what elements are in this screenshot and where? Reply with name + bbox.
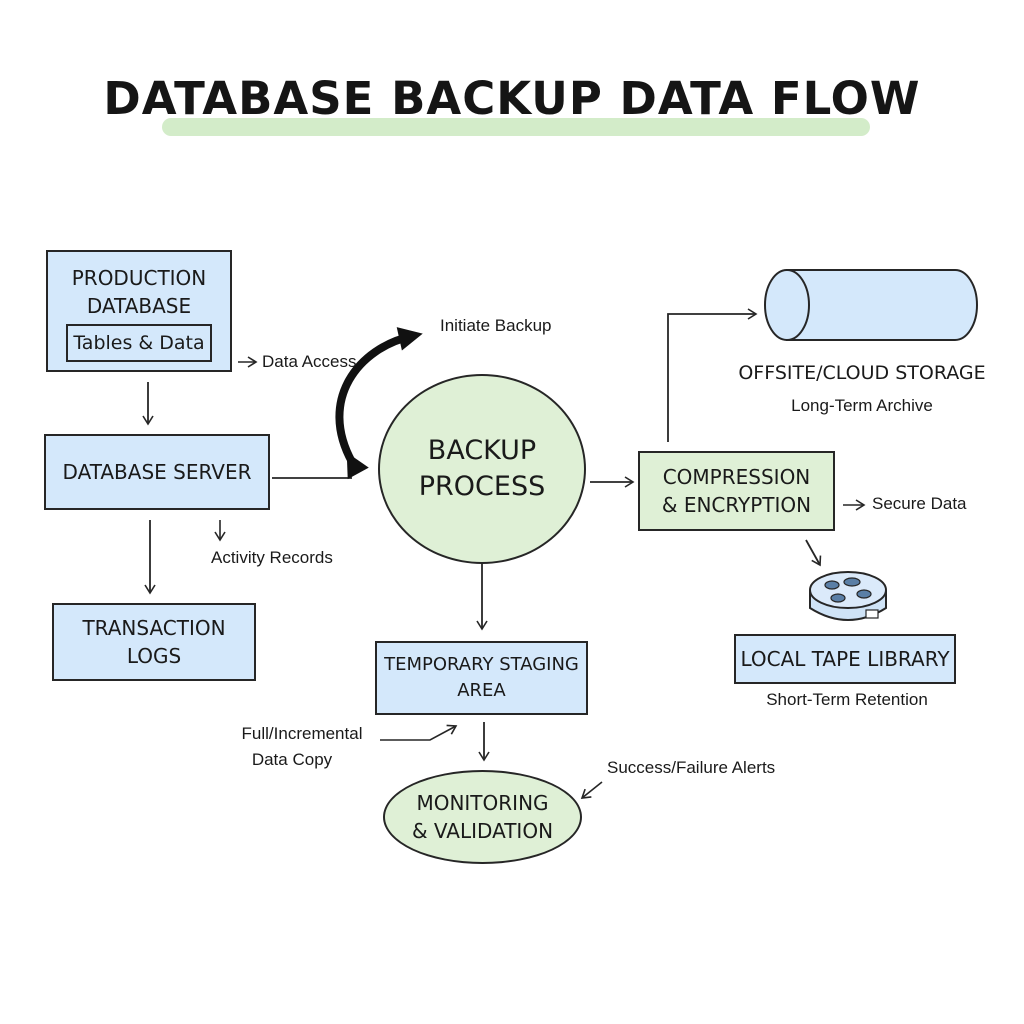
compression-line1: COMPRESSION — [662, 465, 811, 489]
transaction-logs-line1: TRANSACTION — [82, 616, 226, 640]
compression-line2: & ENCRYPTION — [661, 493, 812, 517]
node-transaction-logs[interactable]: TRANSACTION LOGS — [52, 603, 256, 681]
page-title: DATABASE BACKUP DATA FLOW — [103, 72, 921, 125]
monitoring-line2: & VALIDATION — [411, 819, 554, 843]
node-production-database[interactable]: PRODUCTION DATABASE Tables & Data — [46, 250, 232, 372]
title-highlight — [162, 118, 870, 136]
arrow-compression-to-tape — [805, 539, 822, 567]
node-monitoring-validation[interactable]: MONITORING & VALIDATION — [383, 770, 582, 864]
label-full-incremental-line2: Data Copy — [251, 750, 333, 769]
node-temporary-staging[interactable]: TEMPORARY STAGING AREA — [375, 641, 588, 715]
cloud-storage-subtitle: Long-Term Archive — [791, 396, 933, 415]
monitoring-line1: MONITORING — [416, 791, 549, 815]
label-data-access: Data Access — [262, 352, 357, 371]
arrow-compression-to-cloud — [667, 308, 758, 442]
label-activity-records: Activity Records — [211, 548, 333, 567]
node-local-tape-library[interactable]: LOCAL TAPE LIBRARY — [734, 634, 956, 684]
node-compression-encryption[interactable]: COMPRESSION & ENCRYPTION — [638, 451, 835, 531]
database-server-label: DATABASE SERVER — [62, 460, 252, 484]
node-backup-process[interactable]: BACKUP PROCESS — [378, 374, 586, 564]
tape-library-subtitle: Short-Term Retention — [766, 690, 928, 709]
title-block: DATABASE BACKUP DATA FLOW — [0, 72, 1024, 142]
arrow-alerts — [580, 781, 603, 799]
cloud-storage-cylinder-icon — [764, 269, 978, 341]
label-initiate-backup: Initiate Backup — [440, 316, 552, 335]
backup-process-line1: BACKUP — [427, 434, 537, 466]
cloud-storage-title: OFFSITE/CLOUD STORAGE — [738, 362, 986, 384]
staging-line2: AREA — [457, 680, 506, 701]
production-db-inner-box: Tables & Data — [66, 324, 212, 362]
backup-process-line2: PROCESS — [418, 471, 546, 502]
tape-reel-icon — [809, 571, 887, 621]
arrow-initiate-backup — [335, 327, 423, 480]
production-db-line2: DATABASE — [86, 294, 192, 318]
label-secure-data: Secure Data — [872, 494, 967, 513]
arrow-full-incremental — [380, 724, 458, 741]
label-alerts: Success/Failure Alerts — [607, 758, 776, 777]
node-database-server[interactable]: DATABASE SERVER — [44, 434, 270, 510]
staging-line1: TEMPORARY STAGING — [384, 653, 579, 675]
label-full-incremental-line1: Full/Incremental — [241, 724, 363, 743]
transaction-logs-line2: LOGS — [126, 644, 182, 668]
production-db-line1: PRODUCTION — [71, 266, 207, 290]
tape-library-label: LOCAL TAPE LIBRARY — [740, 647, 950, 671]
